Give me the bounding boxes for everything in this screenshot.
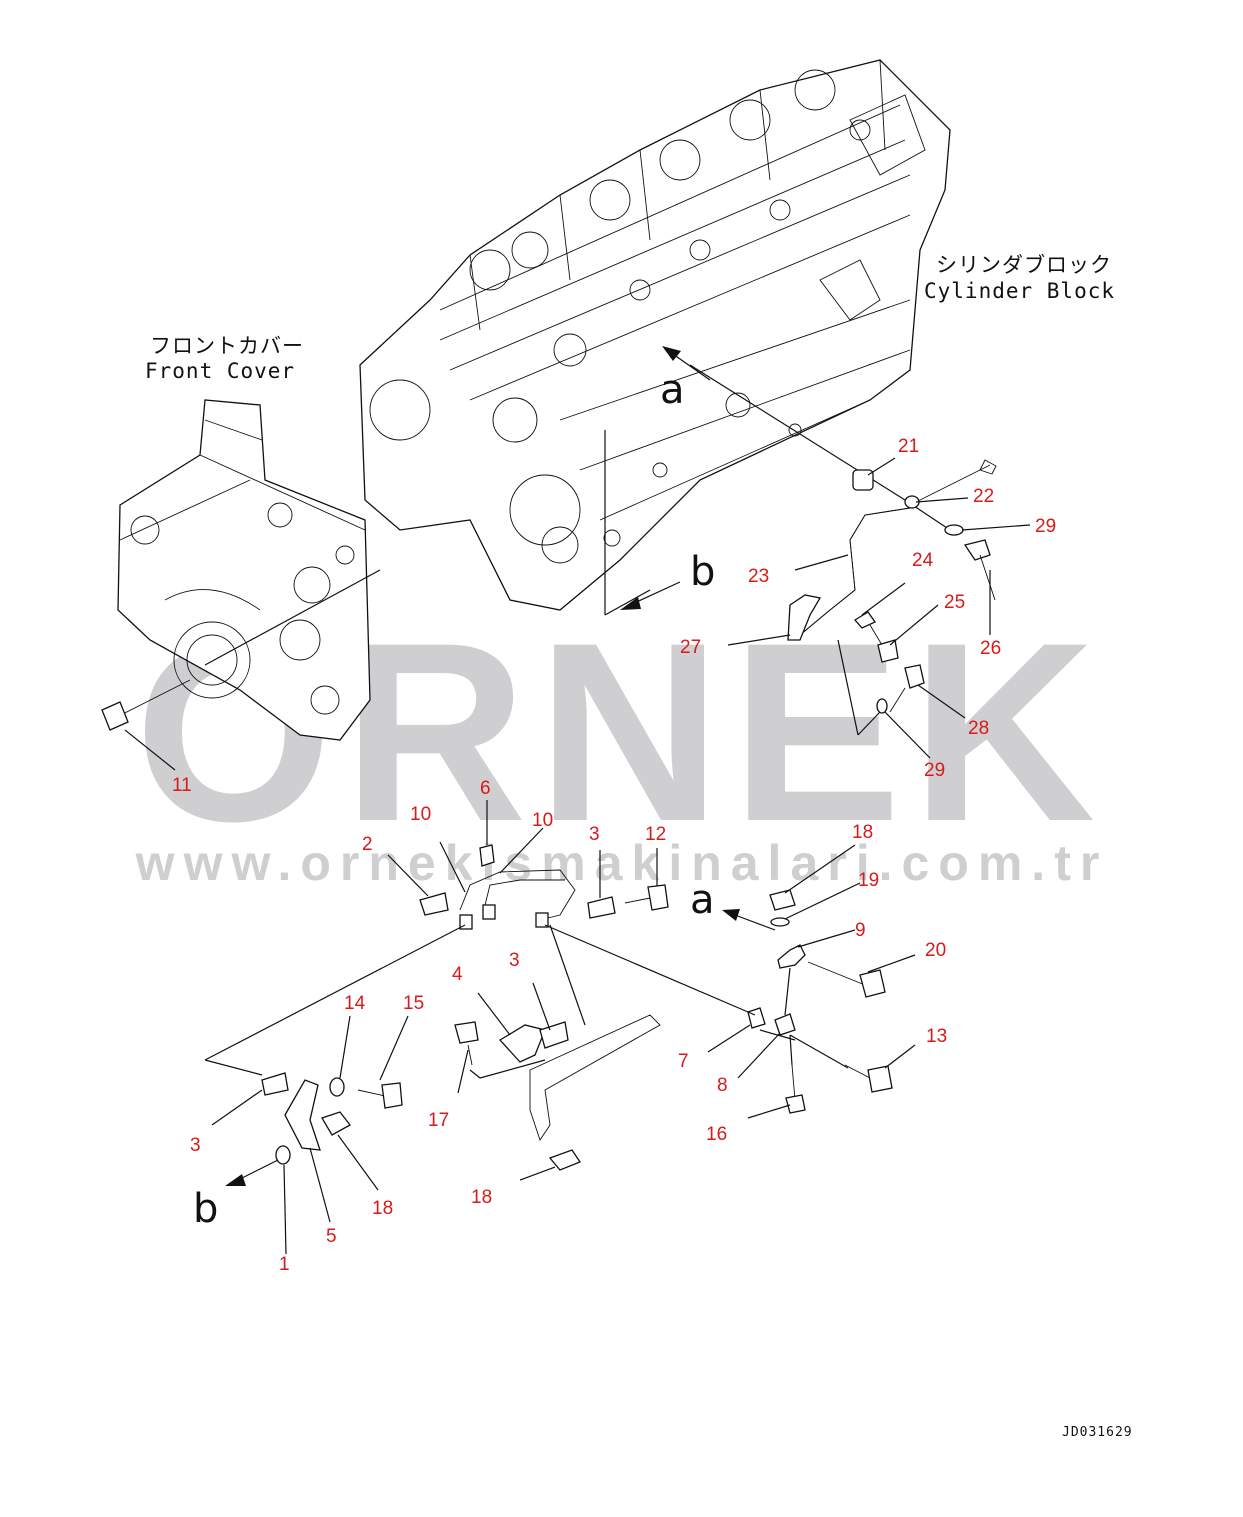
callout: 9 bbox=[855, 920, 866, 941]
callout: 12 bbox=[645, 824, 666, 845]
part-9 bbox=[777, 944, 806, 969]
callout: 20 bbox=[925, 940, 946, 961]
part-3-b bbox=[539, 1021, 569, 1049]
callout: 29 bbox=[924, 760, 945, 781]
callout: 14 bbox=[344, 993, 366, 1014]
part-18-right bbox=[769, 889, 796, 911]
callout: 4 bbox=[452, 964, 463, 985]
callout: 29 bbox=[1035, 516, 1056, 537]
callout: 3 bbox=[509, 950, 520, 971]
part-8 bbox=[774, 1013, 796, 1036]
view-marker-a-top: a bbox=[660, 367, 685, 413]
pipe-end-right bbox=[482, 904, 496, 920]
callout: 18 bbox=[471, 1187, 492, 1208]
part-29-upper bbox=[944, 524, 964, 536]
part-6 bbox=[479, 844, 495, 867]
part-21 bbox=[852, 469, 874, 491]
callout: 8 bbox=[717, 1075, 728, 1096]
part-24 bbox=[854, 611, 876, 629]
part-20 bbox=[859, 969, 886, 998]
cylinder-block-label-en: Cylinder Block bbox=[924, 279, 1115, 303]
callout: 26 bbox=[980, 638, 1001, 659]
callout: 17 bbox=[428, 1110, 449, 1131]
part-29-lower bbox=[876, 698, 888, 714]
front-cover-drawing bbox=[117, 399, 371, 741]
cylinder-block-drawing bbox=[359, 59, 951, 611]
callout: 23 bbox=[748, 566, 769, 587]
front-cover-label-jp: フロントカバー bbox=[150, 334, 304, 358]
leader-lines-lower bbox=[204, 800, 916, 1255]
callout: 25 bbox=[944, 592, 965, 613]
part-13 bbox=[867, 1065, 893, 1093]
part-16 bbox=[785, 1094, 806, 1114]
part-14 bbox=[329, 1077, 345, 1097]
callout: 3 bbox=[589, 824, 600, 845]
part-11-bolt bbox=[101, 679, 191, 771]
callout: 28 bbox=[968, 718, 989, 739]
part-12 bbox=[647, 884, 669, 911]
callout: 19 bbox=[858, 870, 879, 891]
part-25 bbox=[877, 639, 899, 663]
callout: 18 bbox=[852, 822, 873, 843]
callout: 21 bbox=[898, 436, 919, 457]
callout: 10 bbox=[410, 804, 431, 825]
lower-assembly bbox=[261, 844, 893, 1171]
view-arrows-top: a b bbox=[620, 346, 715, 610]
callout: 22 bbox=[973, 486, 994, 507]
callout: 18 bbox=[372, 1198, 393, 1219]
callout: 2 bbox=[362, 834, 373, 855]
callout: 11 bbox=[172, 775, 192, 796]
watermark: ORNEK www.ornekismakinalari.com.tr bbox=[135, 590, 1109, 891]
pipe-end-center bbox=[535, 912, 549, 928]
part-1 bbox=[275, 1145, 291, 1165]
watermark-url: www.ornekismakinalari.com.tr bbox=[135, 835, 1109, 891]
callout: 10 bbox=[532, 810, 553, 831]
drawing-number: JD031629 bbox=[1062, 1425, 1133, 1440]
cylinder-block-label-jp: シリンダブロック bbox=[936, 253, 1112, 277]
part-2 bbox=[419, 892, 449, 916]
front-cover-label-en: Front Cover bbox=[145, 359, 295, 383]
callout: 5 bbox=[326, 1226, 337, 1247]
part-3-c bbox=[261, 1072, 289, 1096]
part-28 bbox=[904, 664, 925, 689]
part-7 bbox=[747, 1007, 766, 1029]
part-5 bbox=[284, 1079, 321, 1151]
tube-assembly-top bbox=[787, 459, 997, 714]
part-17 bbox=[454, 1021, 479, 1044]
callout: 24 bbox=[912, 550, 934, 571]
part-19 bbox=[770, 917, 790, 927]
callout: 7 bbox=[678, 1051, 689, 1072]
view-marker-b-top: b bbox=[690, 549, 715, 595]
part-3-a bbox=[587, 896, 616, 919]
callout: 27 bbox=[680, 637, 701, 658]
callouts: 21 22 29 23 24 25 26 27 28 29 11 6 10 10… bbox=[172, 436, 1056, 1275]
part-27 bbox=[787, 594, 822, 641]
callout: 16 bbox=[706, 1124, 727, 1145]
part-18-bottom bbox=[548, 1149, 581, 1171]
view-arrows-bottom: a b bbox=[193, 877, 776, 1232]
callout: 1 bbox=[279, 1254, 290, 1275]
callout: 13 bbox=[926, 1026, 947, 1047]
view-marker-a-bottom: a bbox=[690, 877, 715, 923]
part-4 bbox=[498, 1024, 546, 1063]
leader-lines-top-right bbox=[727, 457, 1031, 759]
callout: 6 bbox=[480, 778, 491, 799]
callout: 15 bbox=[403, 993, 424, 1014]
part-18-left bbox=[321, 1111, 351, 1136]
callout: 3 bbox=[190, 1135, 201, 1156]
part-15 bbox=[381, 1082, 403, 1109]
view-marker-b-bottom: b bbox=[193, 1186, 218, 1232]
